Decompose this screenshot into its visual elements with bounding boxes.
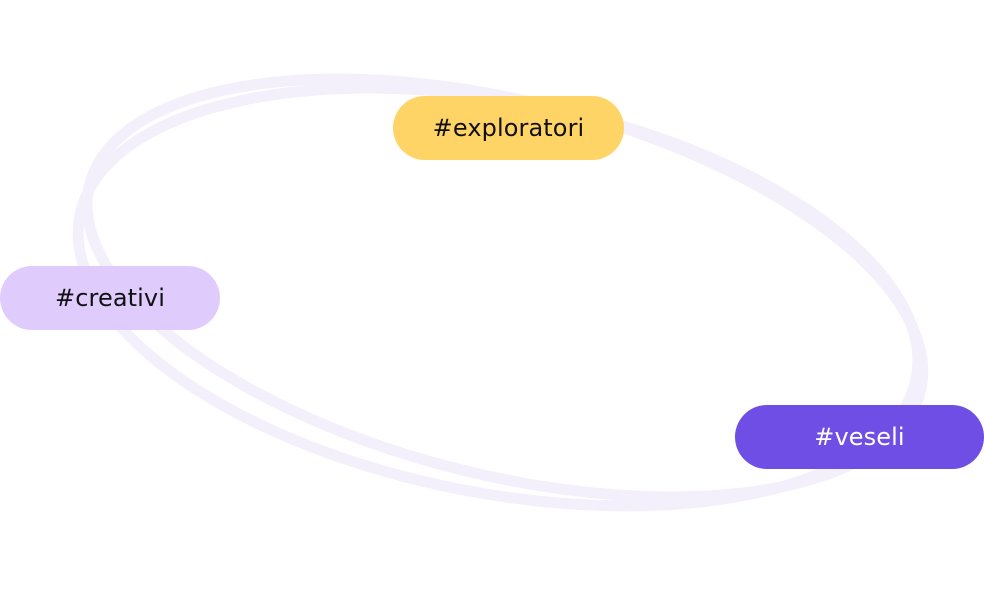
tag-exploratori-label: #exploratori — [432, 114, 585, 142]
tag-veseli[interactable]: #veseli — [735, 405, 984, 469]
tag-creativi[interactable]: #creativi — [0, 266, 220, 330]
tag-creativi-label: #creativi — [55, 284, 165, 312]
tag-veseli-label: #veseli — [814, 423, 905, 451]
tag-exploratori[interactable]: #exploratori — [393, 96, 624, 160]
